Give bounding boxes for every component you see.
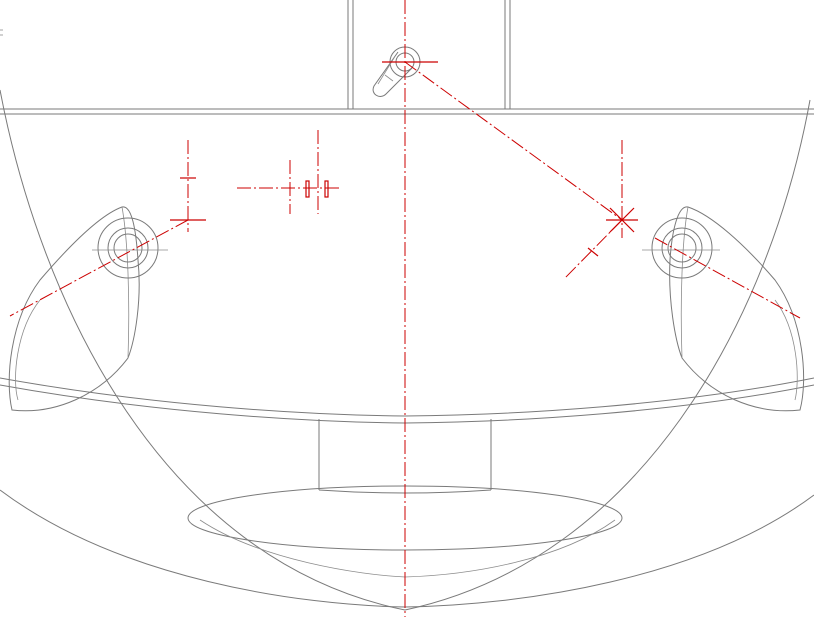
centerlines <box>9 0 801 617</box>
outer-body-arcs <box>0 89 814 611</box>
lower-band <box>0 377 814 424</box>
upper-frame <box>0 0 814 115</box>
right-hole-circles <box>642 217 720 279</box>
left-hole-circles <box>92 217 168 279</box>
left-lobe <box>8 206 140 412</box>
right-lobe <box>669 206 805 412</box>
top-pivot <box>372 46 421 97</box>
